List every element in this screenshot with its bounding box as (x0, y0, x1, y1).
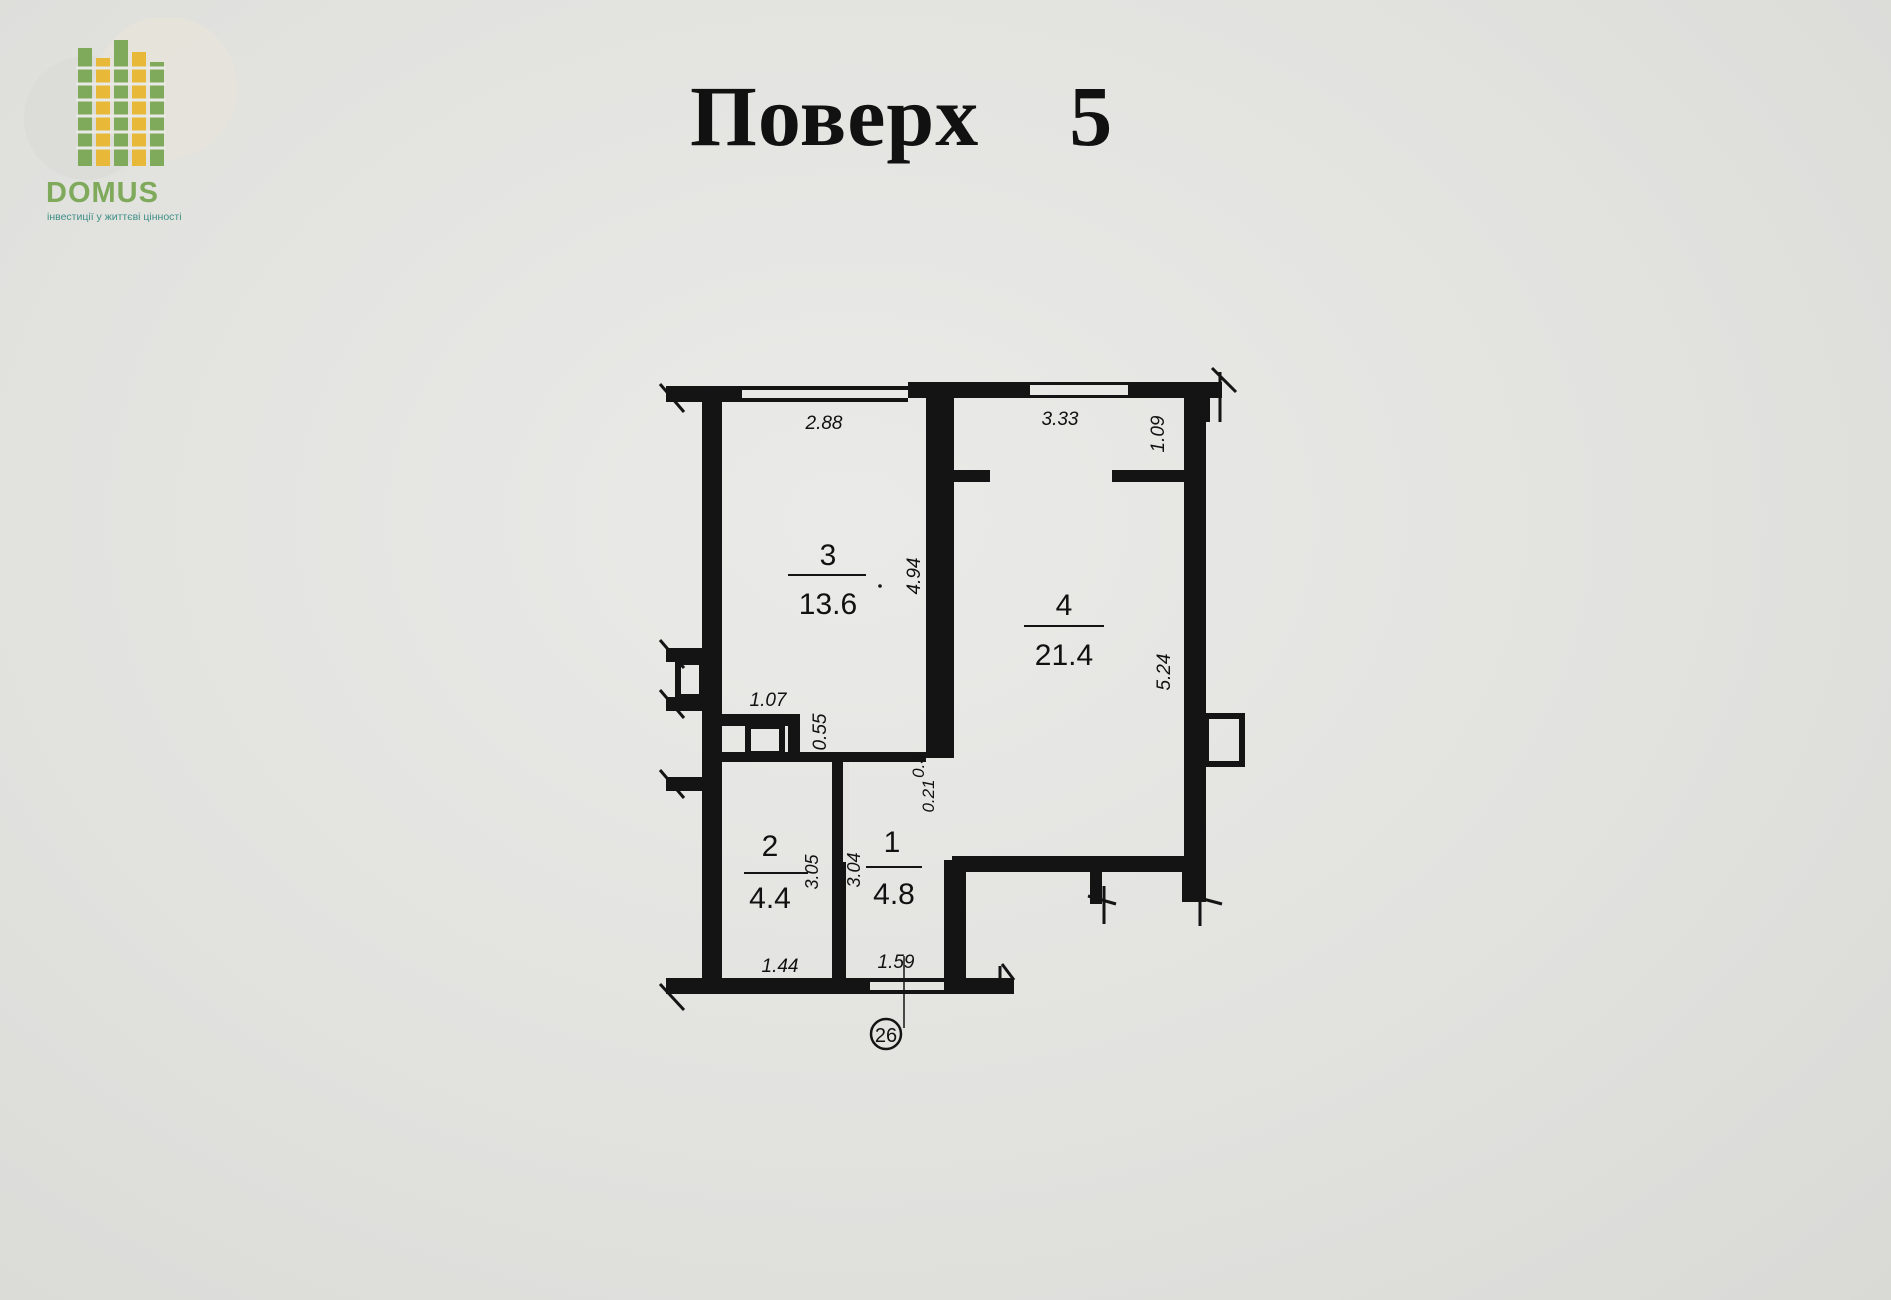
dim-label: 5.24 (1154, 654, 1175, 691)
room-area: 4.8 (873, 878, 915, 911)
dim-label: 3.04 (844, 852, 864, 887)
room-4-label: 4 21.4 (1024, 589, 1104, 672)
logo-tagline: інвестиції у життєві цінності (47, 211, 182, 223)
dim-label: 0.55 (810, 713, 831, 750)
dim-label: 1.09 (1148, 415, 1169, 452)
room-number: 3 (820, 539, 837, 572)
axis-marker-label: 26 (875, 1025, 897, 1047)
logo-brand: DOMUS (46, 177, 159, 209)
room-area: 13.6 (799, 588, 857, 621)
room-number: 2 (762, 830, 779, 863)
dim-label: 0.21 (919, 779, 938, 812)
axis-marker-circle (869, 1017, 903, 1051)
room-2-label: 2 4.4 (744, 830, 808, 915)
dim-label: 1.07 (750, 690, 788, 711)
page-title: Поверх 5 (690, 68, 1114, 164)
dim-label: 3.33 (1042, 409, 1079, 430)
dim-label: 3.05 (802, 854, 822, 890)
dim-label: 1.44 (762, 956, 799, 977)
building-stripes-icon (76, 40, 166, 166)
dimension-labels: 2.88 3.33 1.09 4.94 5.24 1.07 0.55 0.3 0… (750, 409, 1175, 977)
room-3-label: 3 13.6 (788, 539, 866, 621)
walls (666, 382, 1245, 994)
domus-logo: DOMUS інвестиції у життєві цінності (24, 18, 238, 223)
wall-end-ticks (658, 366, 1238, 1012)
room-area: 21.4 (1035, 639, 1093, 672)
room-1-label: 1 4.8 (866, 826, 922, 911)
dim-label: 1.59 (878, 952, 915, 973)
room-area: 4.4 (749, 882, 791, 915)
room-number: 4 (1056, 589, 1073, 622)
dim-label: 4.94 (904, 558, 925, 595)
dim-label: 2.88 (805, 413, 843, 434)
room-number: 1 (884, 826, 901, 859)
dim-label: 0.3 (909, 754, 928, 778)
